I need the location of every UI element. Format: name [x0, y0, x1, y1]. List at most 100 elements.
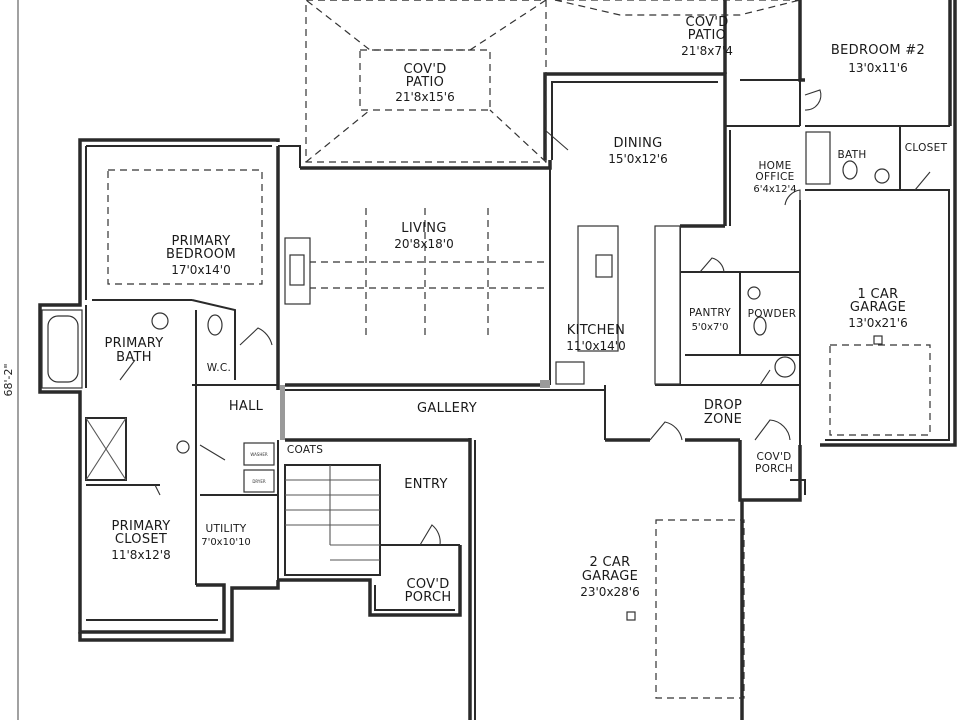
room-name: PORCH	[405, 590, 452, 605]
room-dims: 21'8x15'6	[395, 90, 455, 104]
room-name: PATIO	[688, 28, 726, 43]
room-home-office: HOME OFFICE 6'4x12'4	[753, 160, 796, 195]
room-name: 1 CAR	[858, 287, 899, 302]
room-name: OFFICE	[755, 171, 794, 183]
room-name: DROP	[704, 398, 742, 413]
room-kitchen: KITCHEN 11'0x14'0	[566, 323, 626, 353]
kitchen-sink-icon	[595, 254, 613, 278]
room-name: CLOSET	[905, 142, 948, 154]
room-name: LIVING	[401, 221, 446, 236]
powder-toilet-icon	[753, 316, 767, 336]
washer-icon	[243, 442, 275, 466]
room-dims: 5'0x7'0	[692, 322, 729, 333]
room-dims: 15'0x12'6	[608, 152, 668, 166]
washer-label: WASHER	[250, 452, 268, 457]
tub-icon	[805, 131, 831, 185]
room-name: BEDROOM	[166, 247, 236, 262]
room-name: COV'D	[403, 62, 446, 77]
dryer-label: DRYER	[252, 479, 266, 484]
room-garage-2: 2 CAR GARAGE 23'0x28'6	[580, 555, 640, 599]
room-wc: W.C.	[207, 362, 231, 374]
dryer-icon	[243, 469, 275, 493]
water-heater-icon	[774, 356, 796, 378]
room-name: 2 CAR	[590, 555, 631, 570]
interior-walls	[85, 79, 950, 621]
room-entry: ENTRY	[404, 477, 448, 492]
door-swings	[119, 89, 931, 546]
room-dims: 20'8x18'0	[394, 237, 454, 251]
bath-toilet-icon	[842, 160, 858, 180]
room-name: HOME	[758, 160, 791, 172]
room-name: ZONE	[704, 412, 742, 427]
refrigerator-icon	[555, 361, 585, 385]
room-porch-side: COV'D PORCH	[755, 451, 793, 475]
room-pantry: PANTRY 5'0x7'0	[689, 307, 731, 333]
room-name: GARAGE	[850, 300, 906, 315]
room-name: COV'D	[406, 577, 449, 592]
room-name: PRIMARY	[111, 519, 170, 534]
room-living: LIVING 20'8x18'0	[394, 221, 454, 251]
roof-lines	[107, 0, 931, 699]
room-primary-bath: PRIMARY BATH	[104, 336, 163, 365]
hall-sink-icon	[176, 440, 190, 454]
room-name: PANTRY	[689, 307, 731, 319]
room-powder: POWDER	[748, 308, 797, 320]
room-dims: 11'8x12'8	[111, 548, 171, 562]
room-gallery: GALLERY	[417, 401, 477, 416]
room-dims: 11'0x14'0	[566, 339, 626, 353]
room-name: CLOSET	[115, 532, 167, 547]
room-utility: UTILITY 7'0x10'10	[201, 523, 251, 548]
room-name: POWDER	[748, 308, 797, 320]
room-hall: HALL	[229, 399, 264, 414]
room-garage-1: 1 CAR GARAGE 13'0x21'6	[848, 287, 908, 330]
room-dims: 13'0x11'6	[848, 61, 908, 75]
room-name: KITCHEN	[567, 323, 625, 338]
room-name: DINING	[613, 136, 662, 151]
room-bedroom-2: BEDROOM #2 13'0x11'6	[831, 43, 925, 75]
room-name: BATH	[837, 149, 866, 161]
room-labels: COV'D PATIO 21'8x15'6 COV'D PATIO 21'8x7…	[104, 15, 947, 605]
room-dining: DINING 15'0x12'6	[608, 136, 668, 166]
room-dims: 17'0x14'0	[171, 263, 231, 277]
room-dims: 7'0x10'10	[201, 537, 251, 548]
powder-sink-icon	[747, 286, 761, 300]
bath-sink-icon	[874, 168, 890, 184]
room-dims: 13'0x21'6	[848, 316, 908, 330]
room-name: PATIO	[406, 75, 444, 90]
sink-icon	[151, 312, 169, 330]
kitchen-island	[577, 225, 619, 352]
room-name: W.C.	[207, 362, 231, 374]
room-name: COATS	[287, 444, 323, 456]
room-drop-zone: DROP ZONE	[704, 398, 742, 427]
exterior-walls	[38, 0, 957, 720]
stairs-icon	[285, 465, 380, 561]
room-name: GARAGE	[582, 569, 638, 584]
room-primary-closet: PRIMARY CLOSET 11'8x12'8	[111, 519, 171, 562]
room-name: COV'D	[685, 15, 728, 30]
room-dims: 21'8x7'4	[681, 44, 733, 58]
room-name: COV'D	[756, 451, 791, 463]
room-porch-front: COV'D PORCH	[405, 577, 452, 605]
room-name: ENTRY	[404, 477, 448, 492]
room-patio-center: COV'D PATIO 21'8x15'6	[395, 62, 455, 104]
room-primary-bedroom: PRIMARY BEDROOM 17'0x14'0	[166, 234, 236, 277]
room-name: BEDROOM #2	[831, 43, 925, 58]
room-name: HALL	[229, 399, 264, 414]
room-name: PRIMARY	[171, 234, 230, 249]
room-coats: COATS	[287, 444, 323, 456]
dimension-label: 68'-2"	[2, 363, 15, 396]
toilet-icon	[207, 314, 223, 336]
room-bath: BATH	[837, 149, 866, 161]
room-name: BATH	[116, 350, 152, 365]
room-name: PRIMARY	[104, 336, 163, 351]
room-name: GALLERY	[417, 401, 477, 416]
room-dims: 23'0x28'6	[580, 585, 640, 599]
room-dims: 6'4x12'4	[753, 184, 796, 195]
overall-dimension: 68'-2"	[2, 0, 19, 720]
room-name: UTILITY	[205, 523, 246, 535]
room-name: PORCH	[755, 463, 793, 475]
fixtures: WASHER DRYER	[41, 131, 890, 621]
room-closet: CLOSET	[905, 142, 948, 154]
room-patio-top: COV'D PATIO 21'8x7'4	[681, 15, 733, 58]
